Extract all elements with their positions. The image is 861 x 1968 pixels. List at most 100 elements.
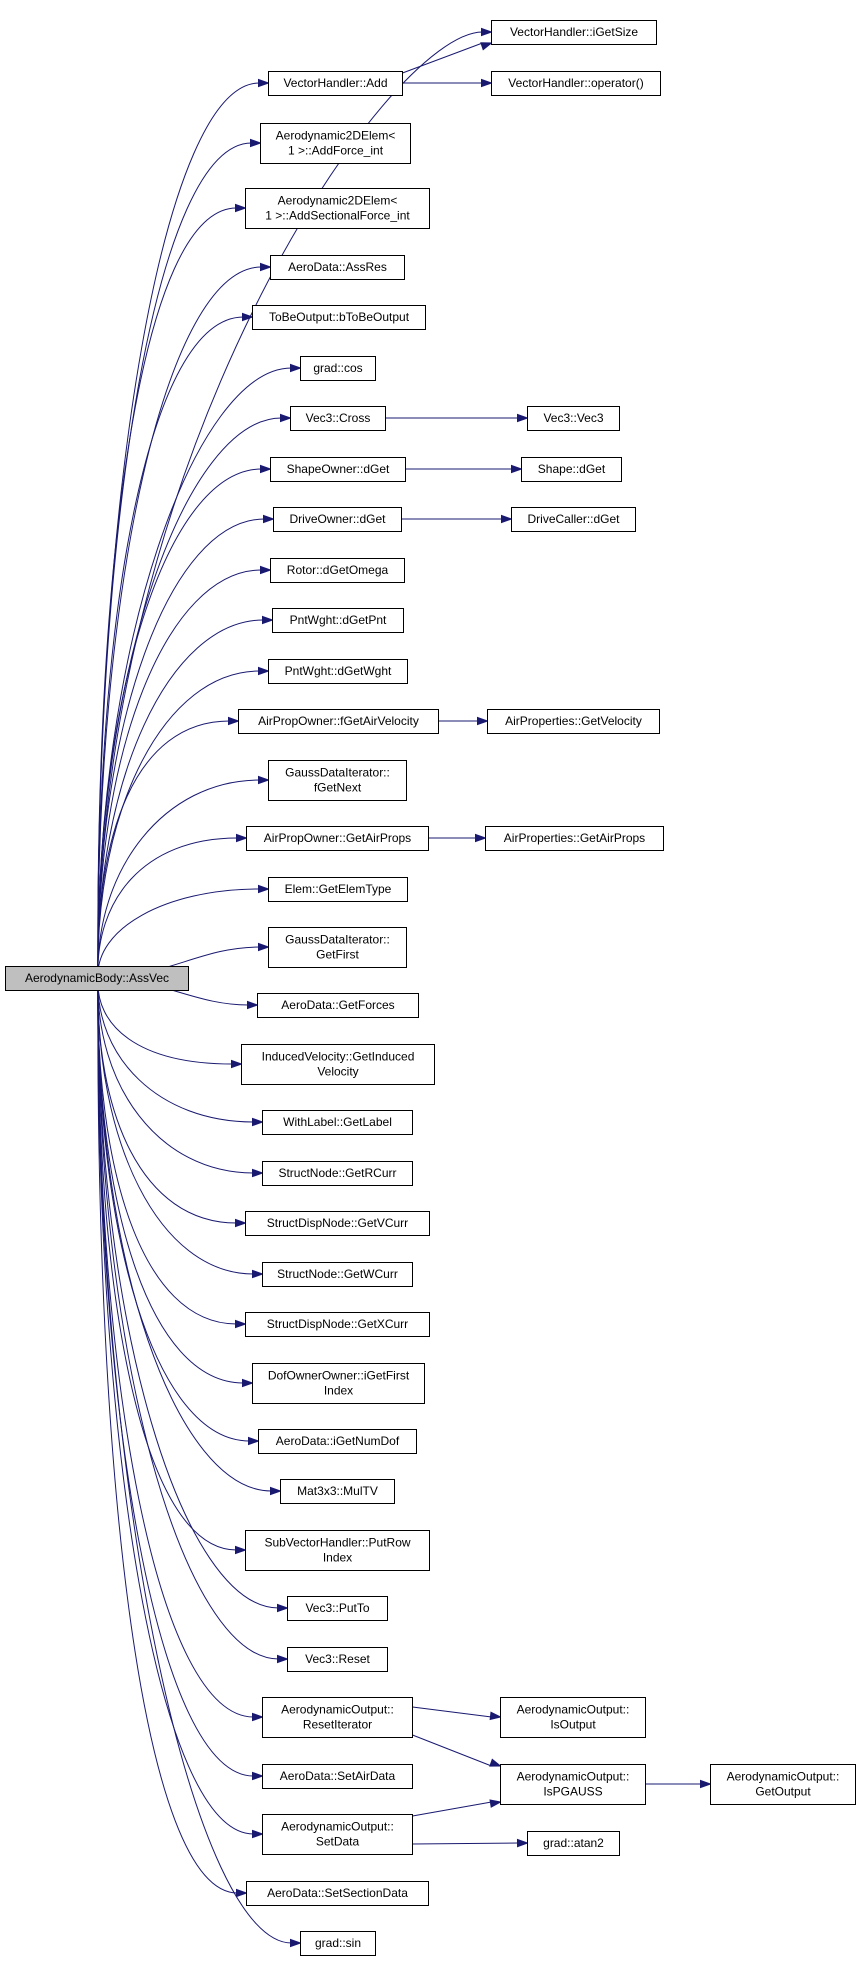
node-label: grad::cos bbox=[313, 361, 362, 375]
node-air-prop-owner-get-air-props[interactable]: AirPropOwner::GetAirProps bbox=[246, 826, 429, 851]
node-box bbox=[262, 1161, 413, 1186]
edge-root-to-ao-resetit bbox=[97, 977, 254, 1718]
node-label: IsOutput bbox=[550, 1718, 596, 1732]
node-air-properties-get-velocity[interactable]: AirProperties::GetVelocity bbox=[487, 709, 660, 734]
edge-root-to-iv-induced-arrowhead bbox=[231, 1059, 243, 1069]
node-aero-data-ass-res[interactable]: AeroData::AssRes bbox=[270, 255, 405, 280]
node-gauss-data-iterator-get-first[interactable]: GaussDataIterator::GetFirst bbox=[268, 927, 407, 968]
edge-root-to-grad-sin-arrowhead bbox=[290, 1938, 302, 1948]
node-box bbox=[258, 1429, 417, 1454]
node-label: Mat3x3::MulTV bbox=[297, 1484, 378, 1498]
node-drive-owner-d-get[interactable]: DriveOwner::dGet bbox=[273, 507, 402, 532]
node-label: fGetNext bbox=[314, 781, 362, 795]
node-box bbox=[270, 255, 405, 280]
node-to-be-output-b-to-be-output[interactable]: ToBeOutput::bToBeOutput bbox=[252, 305, 426, 330]
node-aerodynamic2-delem-1-add-force-int[interactable]: Aerodynamic2DElem<1 >::AddForce_int bbox=[260, 123, 411, 164]
edge-root-to-sdn-vcurr-arrowhead bbox=[235, 1218, 247, 1228]
edge-root-to-rotor-omega bbox=[97, 569, 262, 979]
node-aerodynamic2-delem-1-add-sectional-force-int[interactable]: Aerodynamic2DElem<1 >::AddSectionalForce… bbox=[245, 188, 430, 229]
node-aero-data-set-section-data[interactable]: AeroData::SetSectionData bbox=[246, 1881, 429, 1906]
node-mat3x3-mul-tv[interactable]: Mat3x3::MulTV bbox=[280, 1479, 395, 1504]
node-pnt-wght-d-get-wght[interactable]: PntWght::dGetWght bbox=[268, 659, 408, 684]
node-box bbox=[268, 659, 408, 684]
node-vec3-vec3[interactable]: Vec3::Vec3 bbox=[527, 406, 620, 431]
node-vector-handler-i-get-size[interactable]: VectorHandler::iGetSize bbox=[491, 20, 657, 45]
node-box bbox=[527, 1831, 620, 1856]
edge-vh-add-to-vh-igetsize bbox=[402, 42, 483, 74]
node-box bbox=[270, 558, 405, 583]
node-elem-get-elem-type[interactable]: Elem::GetElemType bbox=[268, 877, 408, 902]
edge-root-to-vec3-cross-arrowhead bbox=[280, 413, 292, 423]
node-aerodynamic-output-set-data[interactable]: AerodynamicOutput::SetData bbox=[262, 1814, 413, 1855]
node-box bbox=[262, 1764, 413, 1789]
node-aerodynamic-output-is-output[interactable]: AerodynamicOutput::IsOutput bbox=[500, 1697, 646, 1738]
node-air-prop-owner-f-get-air-velocity[interactable]: AirPropOwner::fGetAirVelocity bbox=[238, 709, 439, 734]
node-rotor-d-get-omega[interactable]: Rotor::dGetOmega bbox=[270, 558, 405, 583]
node-box bbox=[262, 1262, 413, 1287]
node-label: StructNode::GetRCurr bbox=[278, 1166, 396, 1180]
node-vector-handler-operator[interactable]: VectorHandler::operator() bbox=[491, 71, 661, 96]
node-label: ShapeOwner::dGet bbox=[287, 462, 390, 476]
node-aerodynamic-body-ass-vec[interactable]: AerodynamicBody::AssVec bbox=[5, 966, 189, 991]
node-struct-node-get-wcurr[interactable]: StructNode::GetWCurr bbox=[262, 1262, 413, 1287]
node-box bbox=[491, 71, 661, 96]
edge-ao-setdata-to-grad-atan2 bbox=[412, 1842, 519, 1845]
edge-ao-resetit-to-ao-ispgauss bbox=[412, 1734, 492, 1767]
node-struct-disp-node-get-xcurr[interactable]: StructDispNode::GetXCurr bbox=[245, 1312, 430, 1337]
node-shape-d-get[interactable]: Shape::dGet bbox=[521, 457, 622, 482]
edge-root-to-ad-assres bbox=[97, 266, 262, 979]
edge-root-to-a2d-addsect-arrowhead bbox=[235, 203, 247, 213]
node-aero-data-set-air-data[interactable]: AeroData::SetAirData bbox=[262, 1764, 413, 1789]
edge-root-to-vec3-reset-arrowhead bbox=[277, 1654, 289, 1664]
node-label: 1 >::AddForce_int bbox=[288, 144, 384, 158]
edge-vec3-cross-to-vec3-vec3-arrowhead bbox=[517, 413, 529, 423]
node-grad-cos[interactable]: grad::cos bbox=[300, 356, 376, 381]
node-label: StructNode::GetWCurr bbox=[277, 1267, 398, 1281]
node-aero-data-get-forces[interactable]: AeroData::GetForces bbox=[257, 993, 419, 1018]
node-struct-disp-node-get-vcurr[interactable]: StructDispNode::GetVCurr bbox=[245, 1211, 430, 1236]
edge-root-to-tbo-arrowhead bbox=[242, 312, 254, 322]
node-drive-caller-d-get[interactable]: DriveCaller::dGet bbox=[511, 507, 636, 532]
node-shape-owner-d-get[interactable]: ShapeOwner::dGet bbox=[270, 457, 406, 482]
node-label: StructDispNode::GetXCurr bbox=[267, 1317, 408, 1331]
node-gauss-data-iterator-f-get-next[interactable]: GaussDataIterator::fGetNext bbox=[268, 760, 407, 801]
node-box bbox=[491, 20, 657, 45]
node-label: AirProperties::GetVelocity bbox=[505, 714, 642, 728]
edge-ao-setdata-to-ao-ispgauss bbox=[412, 1801, 492, 1817]
node-label: Vec3::PutTo bbox=[305, 1601, 369, 1615]
node-label: Rotor::dGetOmega bbox=[287, 563, 389, 577]
node-box bbox=[280, 1479, 395, 1504]
node-aerodynamic-output-get-output[interactable]: AerodynamicOutput::GetOutput bbox=[710, 1764, 856, 1805]
node-grad-atan2[interactable]: grad::atan2 bbox=[527, 1831, 620, 1856]
node-with-label-get-label[interactable]: WithLabel::GetLabel bbox=[262, 1110, 413, 1135]
edge-root-to-svh-putrow-arrowhead bbox=[235, 1545, 247, 1555]
node-label: AeroData::iGetNumDof bbox=[276, 1434, 400, 1448]
node-label: Aerodynamic2DElem< bbox=[276, 129, 396, 143]
node-vec3-cross[interactable]: Vec3::Cross bbox=[290, 406, 386, 431]
node-struct-node-get-rcurr[interactable]: StructNode::GetRCurr bbox=[262, 1161, 413, 1186]
node-grad-sin[interactable]: grad::sin bbox=[300, 1931, 376, 1956]
node-aerodynamic-output-is-pgauss[interactable]: AerodynamicOutput::IsPGAUSS bbox=[500, 1764, 646, 1805]
node-pnt-wght-d-get-pnt[interactable]: PntWght::dGetPnt bbox=[272, 608, 404, 633]
node-aero-data-i-get-num-dof[interactable]: AeroData::iGetNumDof bbox=[258, 1429, 417, 1454]
edge-root-to-iv-induced bbox=[97, 977, 233, 1065]
node-vec3-reset[interactable]: Vec3::Reset bbox=[287, 1647, 388, 1672]
node-label: Shape::dGet bbox=[538, 462, 606, 476]
node-box bbox=[241, 1044, 435, 1085]
node-vector-handler-add[interactable]: VectorHandler::Add bbox=[268, 71, 403, 96]
node-aerodynamic-output-reset-iterator[interactable]: AerodynamicOutput::ResetIterator bbox=[262, 1697, 413, 1738]
edge-root-to-gdi-next-arrowhead bbox=[258, 775, 270, 785]
node-label: AeroData::SetSectionData bbox=[267, 1886, 408, 1900]
node-vec3-put-to[interactable]: Vec3::PutTo bbox=[287, 1596, 388, 1621]
node-label: AeroData::SetAirData bbox=[280, 1769, 396, 1783]
edge-root-to-vec3-reset bbox=[97, 977, 279, 1660]
node-air-properties-get-air-props[interactable]: AirProperties::GetAirProps bbox=[485, 826, 664, 851]
edge-ao-ispgauss-to-ao-getoutput-arrowhead bbox=[700, 1779, 712, 1789]
node-label: InducedVelocity::GetInduced bbox=[262, 1050, 415, 1064]
node-box bbox=[521, 457, 622, 482]
edge-root-to-ao-setdata-arrowhead bbox=[252, 1829, 264, 1839]
